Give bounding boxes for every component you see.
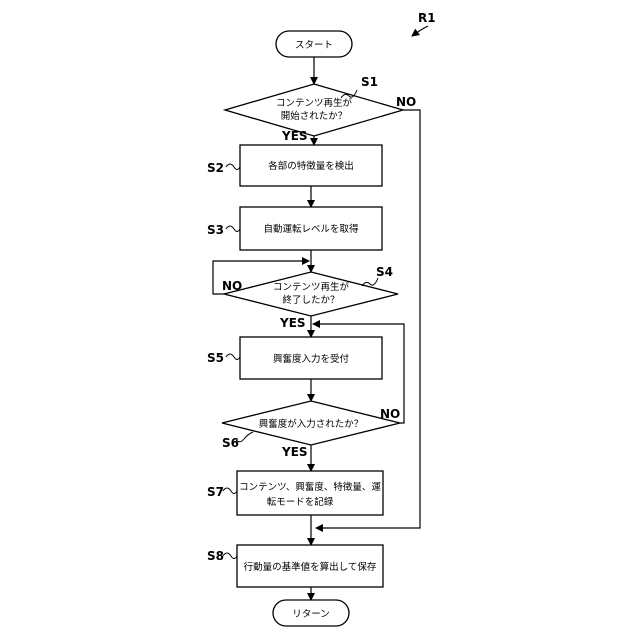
s2-tilde (226, 164, 240, 170)
figure-ref-arrow (412, 26, 428, 36)
s8-text: 行動量の基準値を算出して保存 (244, 561, 377, 573)
s4-text-line1: コンテンツ再生が (273, 281, 350, 293)
s1-decision (225, 84, 403, 136)
s7-text-line2: 転モードを記録 (267, 496, 334, 508)
start-label: スタート (295, 40, 333, 51)
s7-tilde (223, 488, 237, 494)
s4-step-label: S4 (376, 265, 393, 279)
s2-text: 各部の特徴量を検出 (268, 160, 354, 172)
s2-step-label: S2 (207, 161, 224, 175)
s4-decision (224, 272, 398, 316)
s4-text-line2: 終了したか？ (282, 294, 339, 306)
s7-process (237, 471, 383, 515)
s4-yes-label: YES (279, 316, 306, 330)
s8-tilde (223, 553, 237, 559)
s6-step-label: S6 (222, 436, 239, 450)
s8-step-label: S8 (207, 549, 224, 563)
s3-tilde (226, 226, 240, 232)
s1-text-line2: 開始されたか？ (281, 110, 348, 122)
s4-tilde (362, 278, 378, 286)
s1-yes-label: YES (281, 129, 308, 143)
s7-text-line1: コンテンツ、興奮度、特徴量、運 (239, 481, 381, 493)
s3-text: 自動運転レベルを取得 (263, 223, 359, 235)
end-label: リターン (292, 609, 330, 620)
s6-no-label: NO (380, 407, 400, 421)
s1-text-line1: コンテンツ再生が (276, 97, 353, 109)
s5-step-label: S5 (207, 351, 224, 365)
s1-no-label: NO (396, 95, 416, 109)
s6-text: 興奮度が入力されたか？ (259, 418, 364, 430)
s5-tilde (226, 354, 240, 360)
s1-step-label: S1 (361, 75, 378, 89)
s7-step-label: S7 (207, 485, 224, 499)
figure-ref-label: R1 (418, 11, 436, 25)
s3-step-label: S3 (207, 223, 224, 237)
s6-yes-label: YES (281, 445, 308, 459)
s5-text: 興奮度入力を受付 (273, 353, 350, 365)
s4-no-label: NO (222, 279, 242, 293)
